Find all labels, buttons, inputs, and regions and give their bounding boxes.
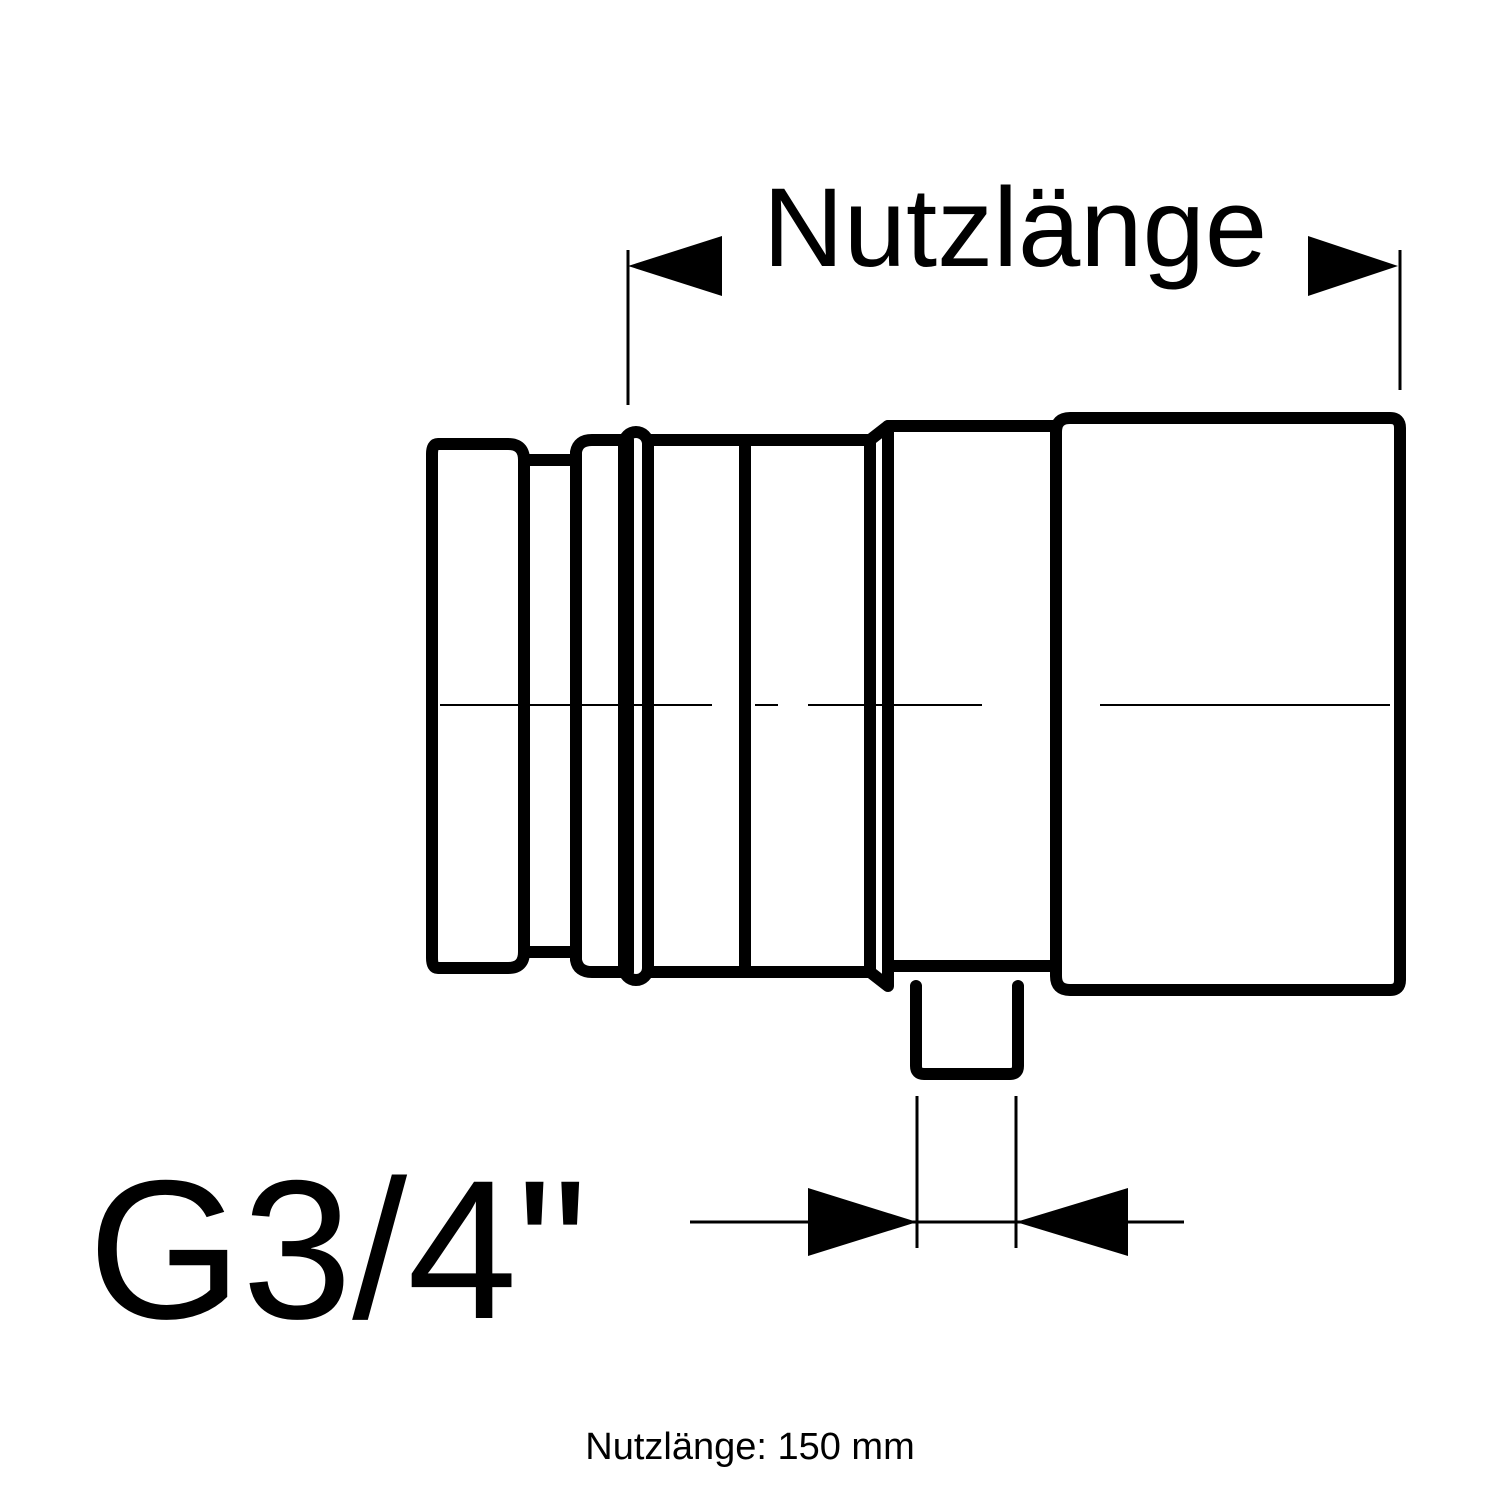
fitting-body [426, 412, 1406, 1080]
length-label: Nutzlänge [763, 165, 1267, 290]
thread-dimension: G3/4" [88, 1096, 1184, 1360]
thread-nut [1050, 412, 1406, 996]
collar-transition [864, 420, 894, 992]
thread-label: G3/4" [88, 1139, 588, 1360]
thread-arrowhead-right [1016, 1188, 1128, 1256]
thread-arrowhead-left [808, 1188, 917, 1256]
arrowhead-left [628, 236, 722, 296]
arrowhead-right [1308, 236, 1398, 296]
center-body [882, 420, 1062, 972]
length-dimension: Nutzlänge [626, 165, 1402, 405]
drain-spigot [910, 980, 1024, 1080]
pipe-end-segment [426, 438, 530, 974]
caption: Nutzlänge: 150 mm [585, 1426, 915, 1468]
